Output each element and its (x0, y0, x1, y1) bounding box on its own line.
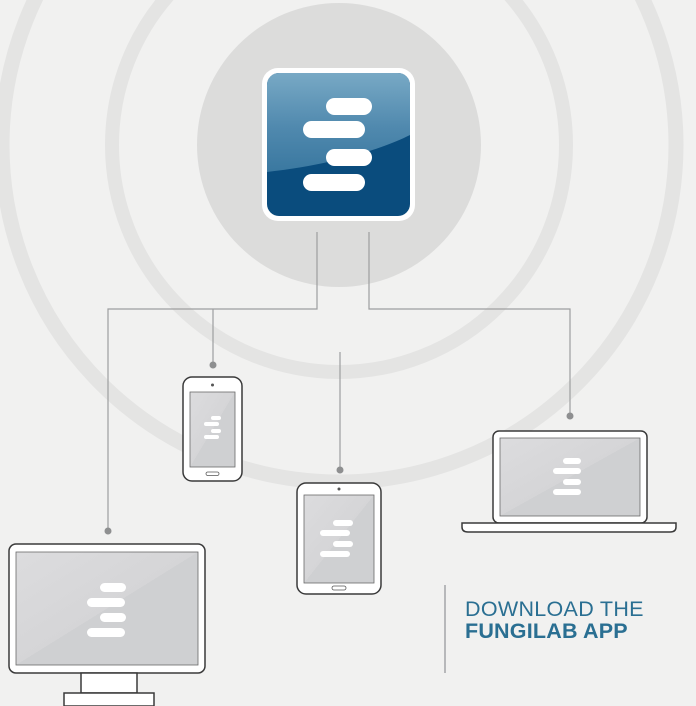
outer-ring (0, 0, 684, 490)
smartphone-icon (182, 376, 243, 482)
dot-laptop (566, 412, 574, 420)
laptop-icon (461, 430, 677, 533)
tablet-icon (296, 482, 382, 595)
middle-ring (105, 0, 573, 379)
download-app-callout[interactable]: DOWNLOAD THE FUNGILAB APP (444, 585, 644, 673)
download-text: DOWNLOAD THE (465, 597, 644, 621)
fungilab-app-icon[interactable] (262, 68, 415, 221)
app-name-text: FUNGILAB APP (465, 619, 628, 643)
dot-desktop (104, 527, 112, 535)
dot-phone (209, 361, 217, 369)
connector-dots (104, 361, 574, 535)
desktop-monitor-icon (8, 543, 206, 706)
dot-tablet (336, 466, 344, 474)
connector-lines (107, 232, 571, 531)
connector-laptop (368, 232, 571, 416)
